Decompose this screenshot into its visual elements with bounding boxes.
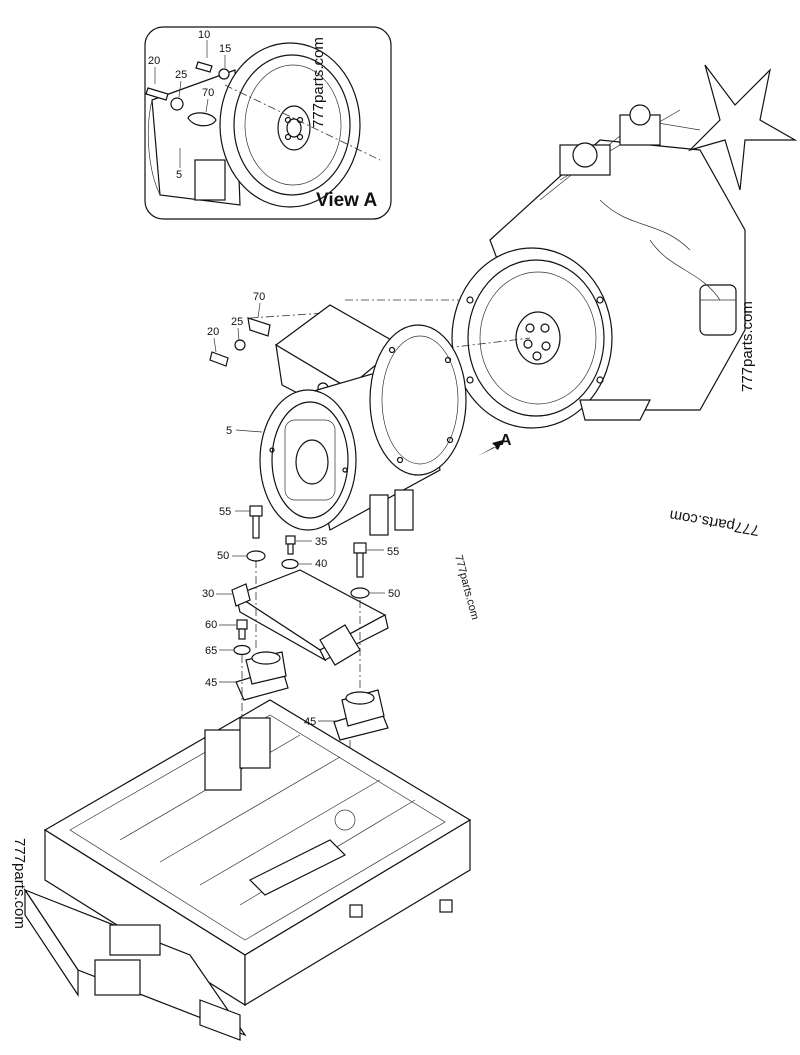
bolt-55-left <box>252 515 260 539</box>
generator-flange <box>369 324 467 476</box>
inset-callout-10: 10 <box>198 29 210 41</box>
generator-5 <box>259 304 467 536</box>
washer-50-left <box>246 550 266 562</box>
callout-20: 20 <box>207 326 219 338</box>
inset-washer-15 <box>218 68 230 80</box>
view-a-inset: 10 15 20 25 70 5 View A 777parts.com <box>144 26 392 220</box>
inset-bracket-70 <box>187 112 217 127</box>
bolt-60 <box>238 628 246 640</box>
watermark-engine: 777parts.com <box>739 301 756 392</box>
callout-35: 35 <box>315 536 327 548</box>
arrow-a-label: A <box>500 432 512 449</box>
bolt-55-right <box>356 552 364 578</box>
inset-callout-20: 20 <box>148 55 160 67</box>
watermark-inset: 777parts.com <box>310 37 327 128</box>
inset-bolt-20 <box>145 87 169 101</box>
callout-55-left: 55 <box>219 506 231 518</box>
inset-callout-15: 15 <box>219 43 231 55</box>
washer-50-right <box>350 587 370 599</box>
watermark-left: 777parts.com <box>11 838 28 929</box>
inset-callout-25: 25 <box>175 69 187 81</box>
inset-bolt-10 <box>195 61 213 73</box>
callout-55-right: 55 <box>387 546 399 558</box>
callout-45-right: 45 <box>304 716 316 728</box>
callouts: 70 25 20 5 55 35 50 40 55 30 50 60 65 45… <box>202 291 400 728</box>
view-a-title: View A <box>316 190 378 211</box>
oil-filter <box>699 284 737 336</box>
inset-washer-25 <box>170 97 184 111</box>
inset-frame <box>144 26 392 220</box>
callout-50-right: 50 <box>388 588 400 600</box>
callout-50-left: 50 <box>217 550 229 562</box>
callout-5: 5 <box>226 425 232 437</box>
inset-callout-70: 70 <box>202 87 214 99</box>
callout-65: 65 <box>205 645 217 657</box>
bracket-70 <box>247 317 271 337</box>
callout-45-left: 45 <box>205 677 217 689</box>
watermark-right: 777parts.com <box>668 506 760 539</box>
callout-40: 40 <box>315 558 327 570</box>
arrow-a-icon <box>478 440 503 456</box>
base-frame <box>23 699 472 1041</box>
callout-30: 30 <box>202 588 214 600</box>
washer-25 <box>234 339 246 351</box>
mount-hardware <box>231 505 389 741</box>
engine-fan <box>687 64 798 191</box>
callout-60: 60 <box>205 619 217 631</box>
watermark-center: 777parts.com <box>452 554 481 621</box>
inset-callout-5: 5 <box>176 169 182 181</box>
engine-assembly: 777parts.com <box>451 64 798 429</box>
flywheel-hub <box>515 311 561 365</box>
washer-40 <box>281 558 299 570</box>
washer-65 <box>233 644 251 656</box>
bolt-35 <box>287 543 294 555</box>
callout-25: 25 <box>231 316 243 328</box>
callout-70: 70 <box>253 291 265 303</box>
bolt-20 <box>209 351 229 367</box>
